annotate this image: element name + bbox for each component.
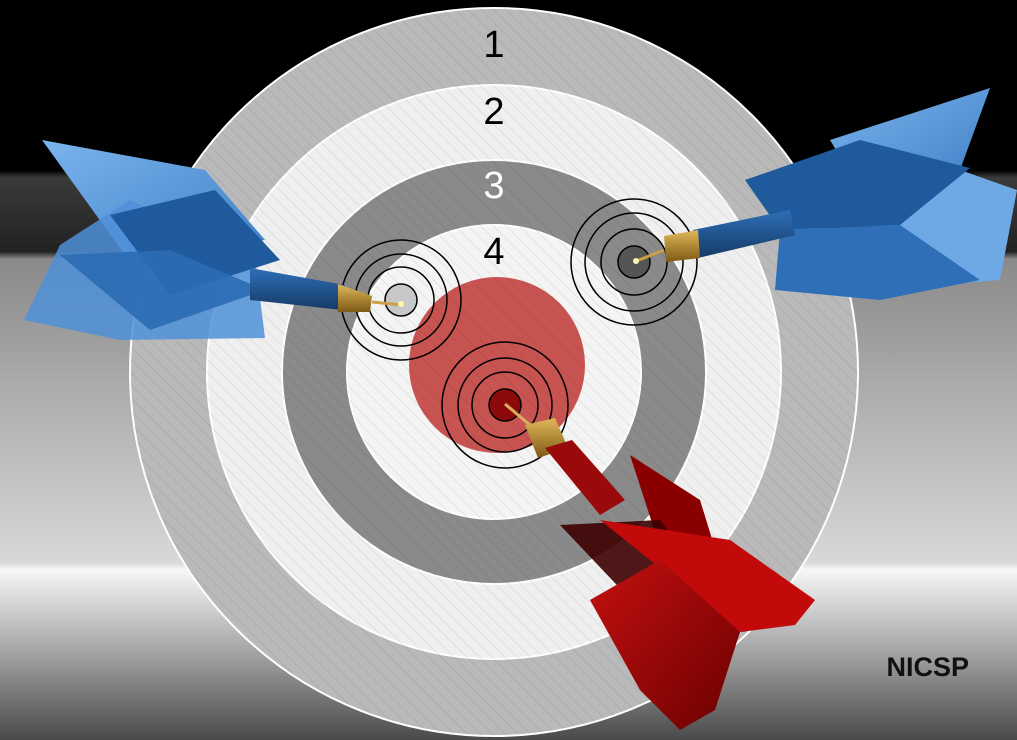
brand-label: NICSP [886,652,969,682]
ring-label-3: 3 [483,165,504,207]
ring-label-4: 4 [483,231,504,273]
ring-label-2: 2 [483,91,504,133]
ring-label-1: 1 [483,24,504,66]
blue-dart-icon-right [633,88,1017,300]
blue-dart-icon-left [24,140,404,340]
red-dart-icon-center [504,402,815,730]
